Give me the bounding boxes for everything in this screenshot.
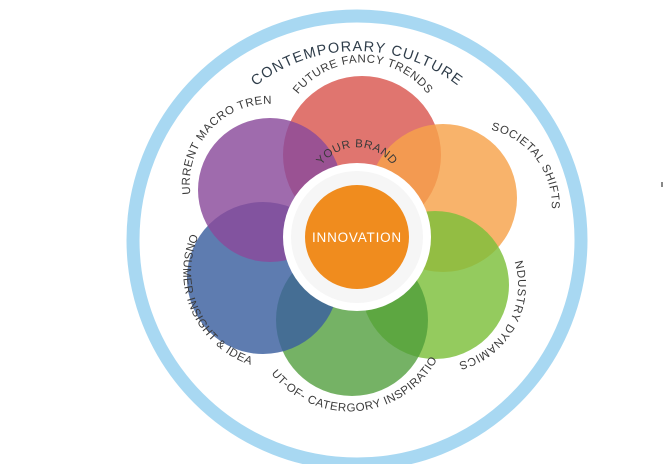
innovation-core [305,185,409,289]
edge-mark [661,182,663,187]
innovation-label: INNOVATION [312,230,402,245]
